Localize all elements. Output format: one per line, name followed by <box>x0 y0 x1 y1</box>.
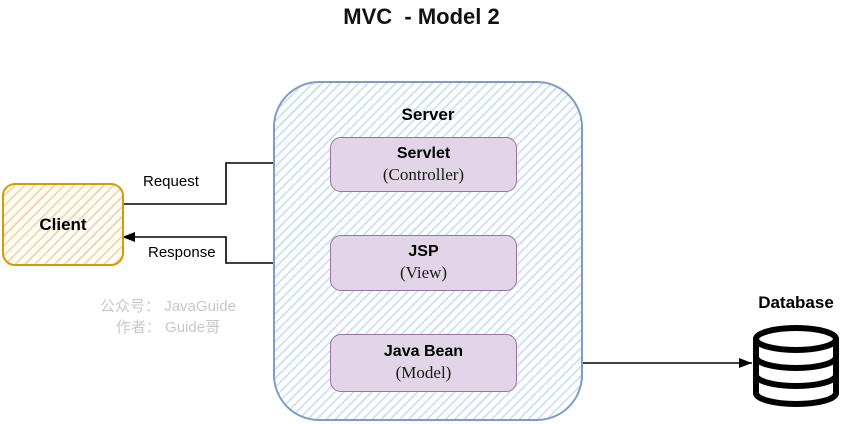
database-label: Database <box>758 293 834 312</box>
jsp-name: JSP <box>408 243 439 261</box>
response-label: Response <box>146 244 218 261</box>
watermark-line2: 作者： Guide哥 <box>115 319 221 336</box>
javabean-node: Java Bean (Model) <box>330 334 517 392</box>
client-node: Client <box>2 183 124 266</box>
javabean-role: (Model) <box>395 363 452 383</box>
server-label: Server <box>401 105 455 124</box>
jsp-node: JSP (View) <box>330 235 517 291</box>
javabean-name: Java Bean <box>383 343 464 361</box>
database-icon <box>753 325 839 407</box>
servlet-node: Servlet (Controller) <box>330 137 517 192</box>
watermark: 公众号： JavaGuide 作者： Guide哥 <box>70 296 266 338</box>
request-label: Request <box>141 173 201 190</box>
client-label: Client <box>39 214 87 234</box>
jsp-role: (View) <box>399 263 448 283</box>
diagram-title: MVC - Model 2 <box>343 4 500 29</box>
servlet-name: Servlet <box>396 144 451 162</box>
watermark-line1: 公众号： JavaGuide <box>100 298 236 315</box>
servlet-role: (Controller) <box>382 164 465 184</box>
